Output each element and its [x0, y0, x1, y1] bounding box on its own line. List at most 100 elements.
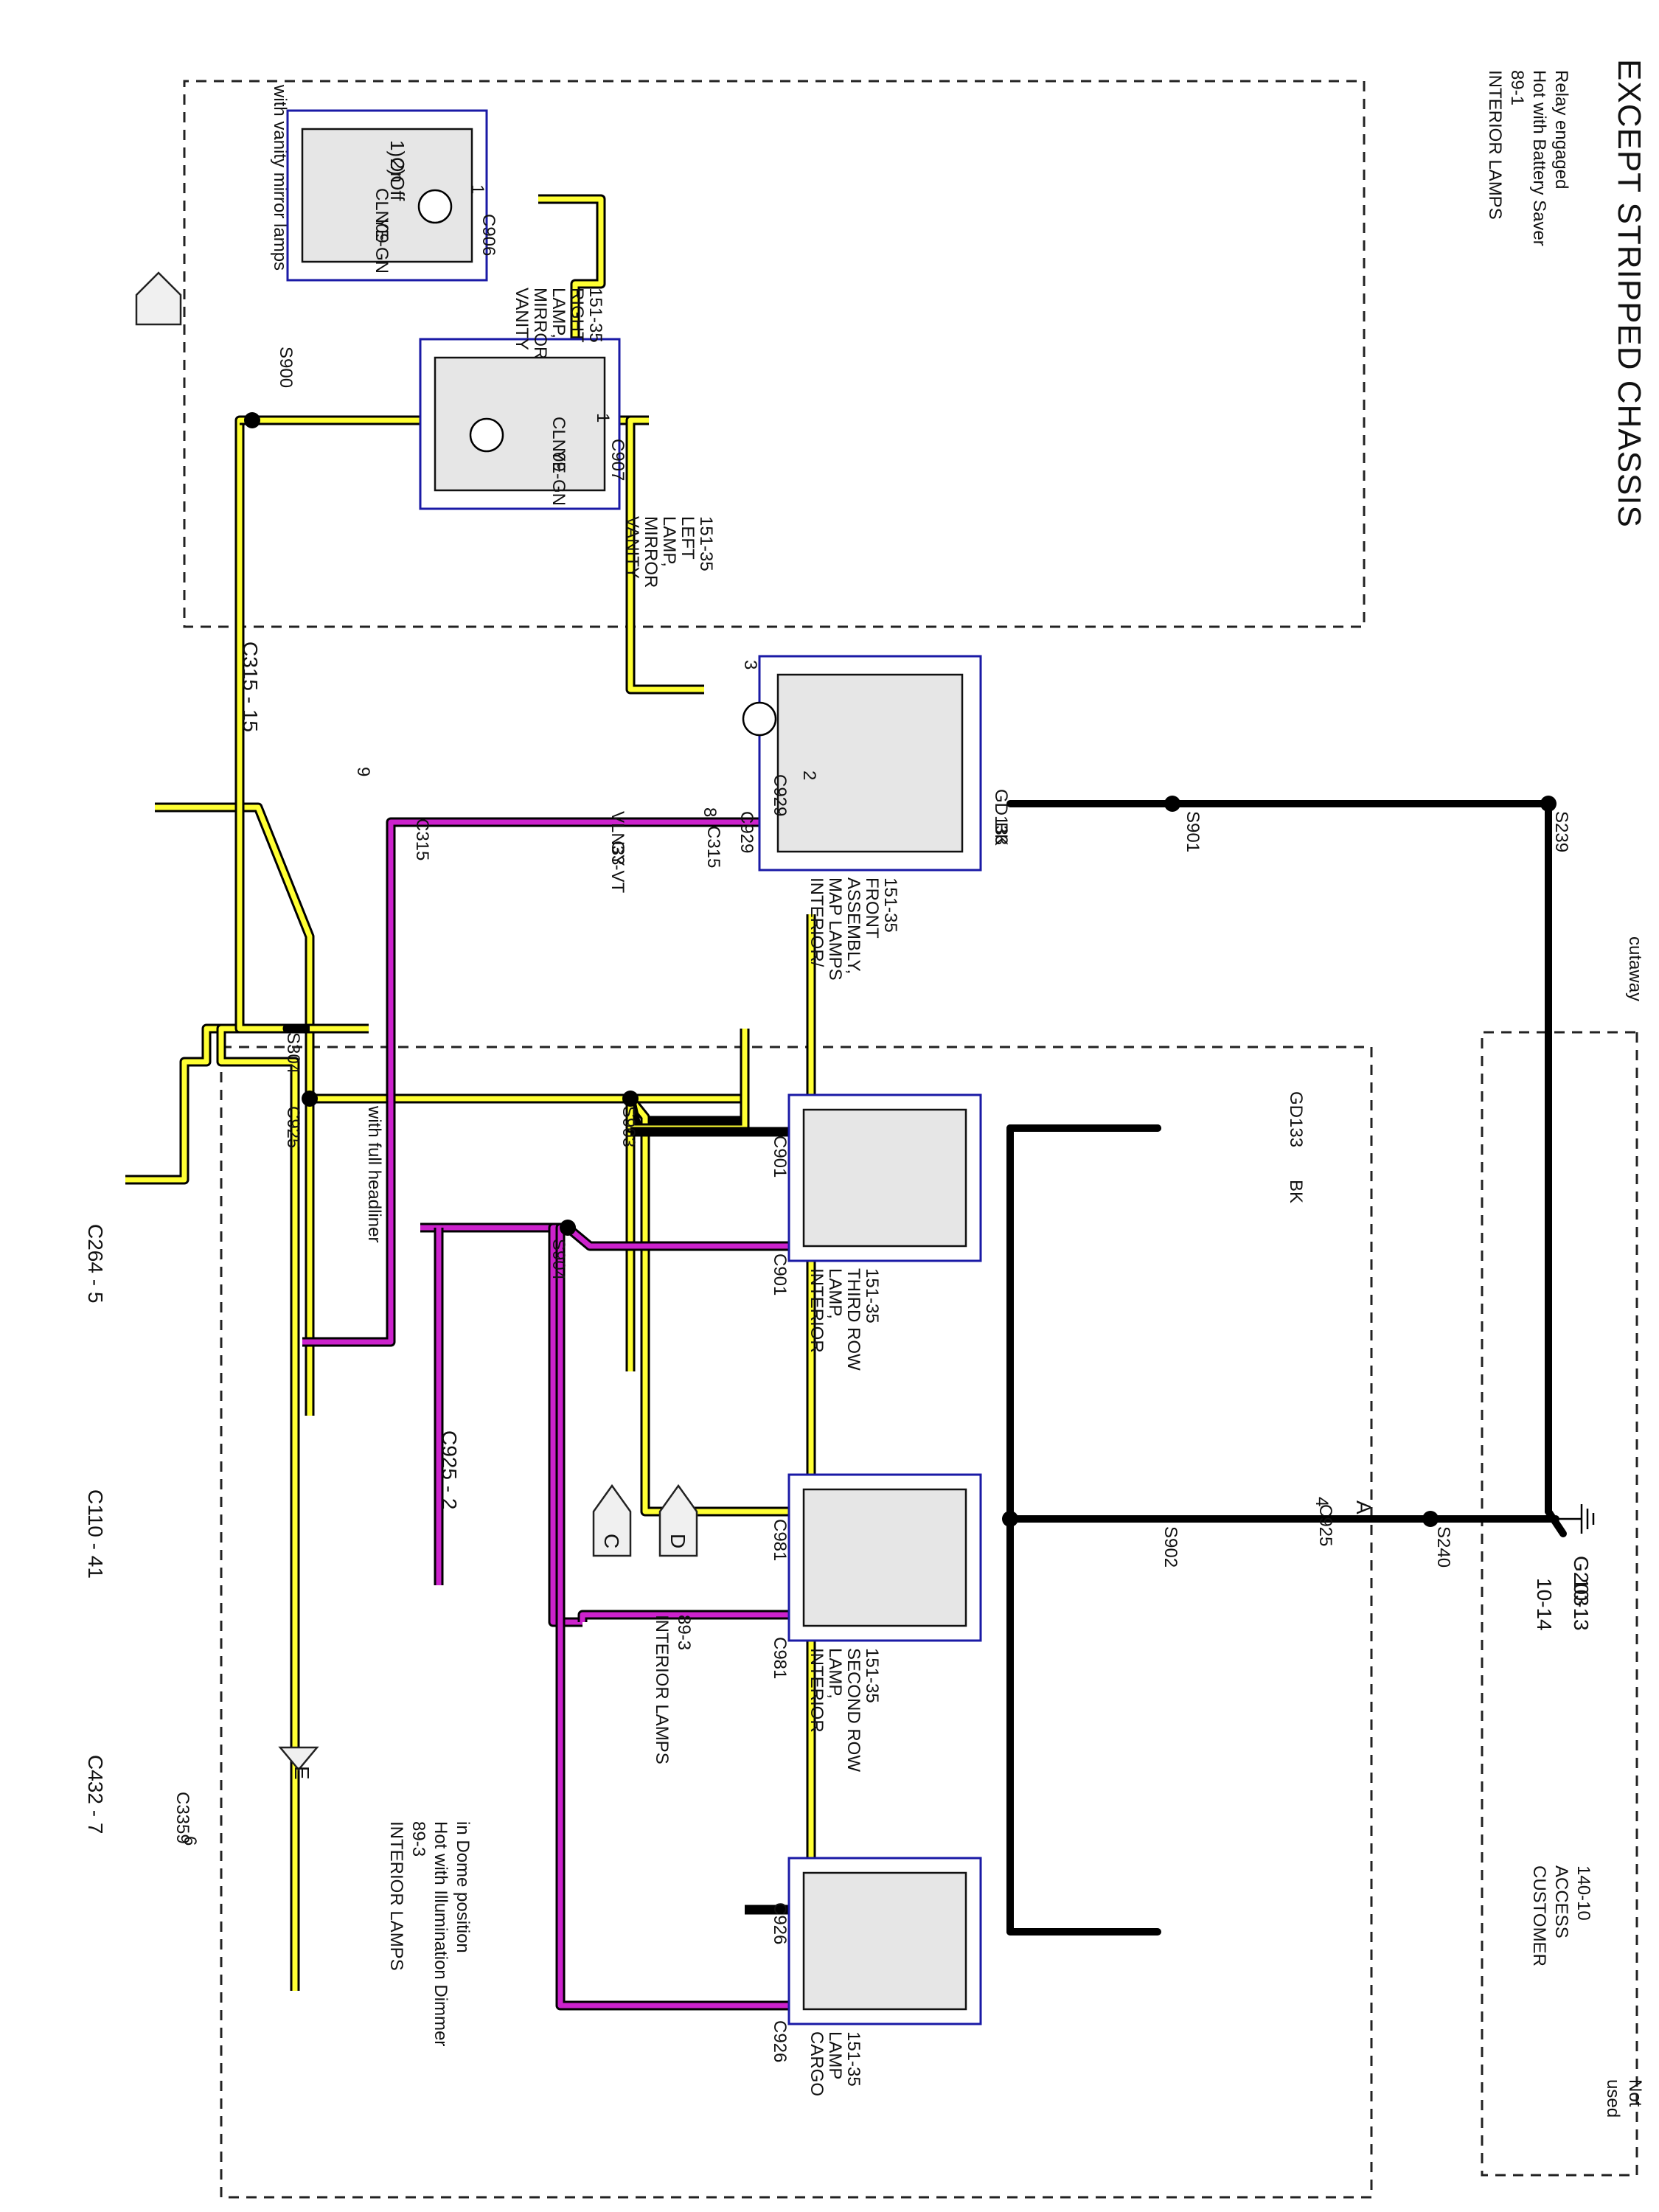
- ground-symbol: [1556, 1504, 1595, 1534]
- customer-access-l2: ACCESS: [1551, 1865, 1571, 1938]
- vanity-left-label-2: MIRROR: [641, 516, 661, 588]
- connector-c315-b: C315: [412, 818, 432, 860]
- cargo-label-2: LAMP: [825, 2031, 845, 2079]
- wire-gd-a: GD133: [991, 789, 1011, 845]
- connector-c264: C264 - 5: [84, 1224, 107, 1303]
- second-label-2: LAMP,: [825, 1648, 845, 1699]
- splice-s901: S901: [1183, 811, 1203, 852]
- connector-c907: C907: [608, 439, 627, 481]
- splice-s902: S902: [1161, 1526, 1180, 1568]
- offpage-a-l1: INTERIOR LAMPS: [1485, 70, 1505, 220]
- customer-access-l1: CUSTOMER: [1529, 1865, 1549, 1966]
- second-label-3: SECOND ROW: [844, 1648, 863, 1772]
- third-label-2: LAMP,: [825, 1268, 845, 1319]
- offpage-a-letter: A: [1352, 1500, 1375, 1514]
- map-lamps-assembly: [742, 655, 982, 872]
- not-used-l2: used: [1603, 2079, 1623, 2118]
- connector-c981-b: C981: [770, 1637, 790, 1679]
- map-label-4: FRONT: [862, 877, 882, 939]
- pin-8-a: 8: [700, 807, 720, 817]
- pin-1-a: 1: [467, 184, 487, 194]
- connector-c432: C432 - 7: [84, 1755, 107, 1834]
- wire-vln-a: VLN33: [608, 811, 627, 865]
- vanity-lamp-left: [419, 338, 621, 510]
- vanity-right-label-3: LAMP,: [549, 288, 568, 338]
- wire-gd-b: GD133: [1286, 1091, 1306, 1147]
- offpage-e-l4: in Dome position: [453, 1821, 473, 1953]
- cargo-label-1: CARGO: [807, 2031, 827, 2096]
- connector-c926-a: C926: [770, 1902, 790, 1944]
- second-row-lamp: [787, 1473, 982, 1642]
- connector-c926-b: C926: [770, 2020, 790, 2062]
- vanity-right-state2: 2)Off: [386, 159, 408, 201]
- splice-s903: S903: [619, 1106, 639, 1147]
- third-row-lamp: [787, 1093, 982, 1262]
- connector-c901-b: C901: [770, 1253, 790, 1295]
- vanity-left-label-5: 151-35: [696, 516, 716, 571]
- page-title: EXCEPT STRIPPED CHASSIS: [1611, 59, 1647, 528]
- ground-page-1: 10-13: [1570, 1578, 1593, 1631]
- vanity-left-label-4: LEFT: [678, 516, 698, 560]
- connector-c981-a: C981: [770, 1519, 790, 1561]
- pin-1-b: 1: [593, 413, 613, 422]
- cutaway-region-box: [1481, 1031, 1638, 2177]
- customer-access-l3: 140-10: [1573, 1865, 1593, 1921]
- connector-c906: C906: [479, 214, 498, 256]
- offpage-cd-l2: 89-3: [674, 1615, 694, 1650]
- offpage-e-l2: 89-3: [408, 1821, 428, 1857]
- vanity-right-state1: 1)On: [386, 140, 408, 183]
- connector-c925-a: C925: [283, 1106, 303, 1148]
- map-label-3: ASSEMBLY,: [844, 877, 863, 974]
- wire-cln-b: CLN09: [549, 417, 568, 472]
- splice-s304: S304: [283, 1032, 303, 1074]
- vanity-right-label-2: MIRROR: [530, 288, 550, 359]
- offpage-d-letter: D: [667, 1534, 689, 1548]
- connector-c925-b: C925: [1315, 1504, 1335, 1546]
- pin-2-a: 2: [799, 771, 819, 780]
- vanity-left-label-3: LAMP,: [659, 516, 679, 567]
- offpage-c-letter: C: [600, 1534, 623, 1548]
- second-label-1: INTERIOR: [807, 1648, 827, 1733]
- third-label-1: INTERIOR: [807, 1268, 827, 1353]
- splice-s900: S900: [276, 347, 296, 388]
- wire-cln-a: CLN09: [372, 188, 392, 243]
- splice-s240: S240: [1433, 1526, 1453, 1568]
- map-label-5: 151-35: [880, 877, 900, 933]
- wire-bk-a: BK: [991, 822, 1011, 846]
- connector-c315-15: C315 - 15: [239, 641, 262, 732]
- offpage-e-l3: Hot with Illumination Dimmer: [431, 1821, 451, 2046]
- vanity-region-box: [183, 80, 1366, 628]
- not-used-l1: Not: [1625, 2079, 1645, 2107]
- map-label-1: INTERIOR/: [807, 877, 827, 967]
- offpage-connectors: [135, 271, 698, 1771]
- offpage-a-l4: Relay engaged: [1551, 70, 1571, 189]
- connector-c929-a: C929: [770, 774, 790, 816]
- offpage-a-l2: 89-1: [1507, 70, 1527, 105]
- wire-yegn-b: YE-GN: [549, 450, 568, 506]
- pin-6-a: 6: [180, 1836, 200, 1846]
- pin-4-a: 4: [1312, 1497, 1332, 1506]
- cargo-label-3: 151-35: [844, 2031, 863, 2087]
- ground-page-2: 10-14: [1533, 1578, 1556, 1631]
- offpage-a-l3: Hot with Battery Saver: [1529, 70, 1549, 246]
- splice-points: [244, 412, 1557, 1527]
- connector-c110: C110 - 41: [84, 1489, 107, 1579]
- wire-bk-b: BK: [1286, 1180, 1306, 1203]
- connector-c901-a: C901: [770, 1135, 790, 1178]
- third-label-4: 151-35: [862, 1268, 882, 1324]
- gd133-wires: [1006, 800, 1567, 1935]
- connector-c925-2: C925 - 2: [438, 1430, 461, 1509]
- connector-c929-b: C929: [737, 811, 757, 853]
- offpage-e-l1: INTERIOR LAMPS: [386, 1821, 406, 1971]
- vanity-left-label-1: VANITY: [622, 516, 642, 579]
- map-label-2: MAP LAMPS: [825, 877, 845, 981]
- splice-s239: S239: [1551, 811, 1571, 852]
- offpage-e-letter: E: [291, 1766, 313, 1780]
- pin-9-a: 9: [353, 767, 373, 776]
- vanity-right-label-4: RIGHT: [567, 288, 587, 343]
- third-label-3: THIRD ROW: [844, 1268, 863, 1371]
- splice-s904: S904: [549, 1239, 568, 1280]
